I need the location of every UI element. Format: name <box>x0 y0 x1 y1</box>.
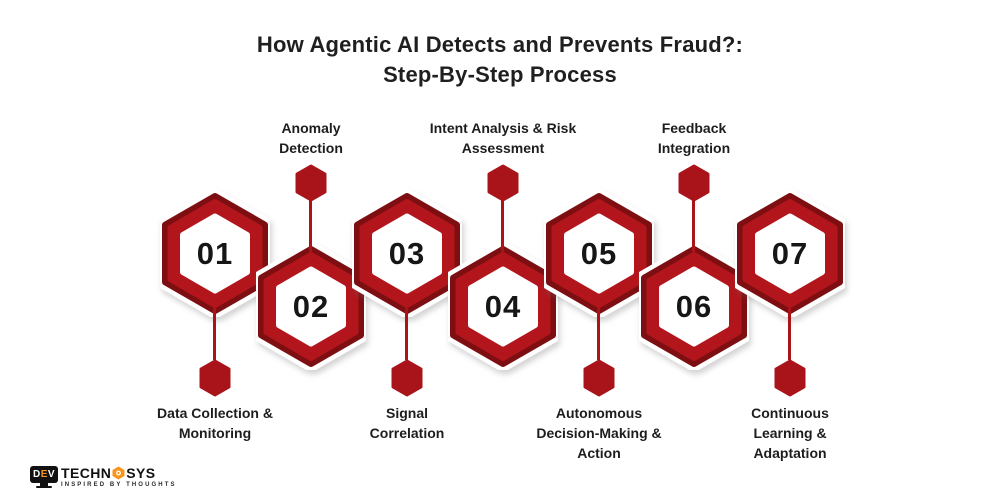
logo-monitor-letter: V <box>47 469 56 480</box>
connector-line <box>213 308 216 360</box>
page-title: How Agentic AI Detects and Prevents Frau… <box>0 30 1000 90</box>
step-hexagon-icon <box>639 243 749 370</box>
step-07: 07 Continuous Learning & Adaptation <box>695 0 885 500</box>
step-label: Autonomous Decision-Making & Action <box>536 405 662 461</box>
step-06: 06 Feedback Integration <box>599 0 789 500</box>
step-label: Feedback Integration <box>657 120 731 156</box>
page-title-line2: Step-By-Step Process <box>383 62 617 87</box>
step-01: 01 Data Collection & Monitoring <box>120 0 310 500</box>
connector-line <box>597 308 600 360</box>
step-label: Data Collection & Monitoring <box>157 405 273 441</box>
step-label: Intent Analysis & Risk Assessment <box>429 120 577 156</box>
step-label: Continuous Learning & Adaptation <box>751 405 829 461</box>
step-03: 03 Signal Correlation <box>312 0 502 500</box>
connector-line <box>788 308 791 360</box>
monitor-stand <box>40 483 48 486</box>
step-number: 03 <box>388 235 426 271</box>
connector-line <box>501 200 504 252</box>
step-05: 05 Autonomous Decision-Making & Action <box>504 0 694 500</box>
connector-hexagon-icon <box>391 359 423 397</box>
logo-monitor-letter: D <box>32 469 41 480</box>
logo-brand-text: TECHN SYS <box>61 466 177 480</box>
connector-hexagon-icon <box>678 164 710 202</box>
logo-brand-prefix: TECHN <box>61 465 112 481</box>
step-label: Anomaly Detection <box>279 120 343 156</box>
connector-line <box>309 200 312 252</box>
step-number: 05 <box>580 235 618 271</box>
logo-brand-suffix: SYS <box>126 465 156 481</box>
step-02: 02 Anomaly Detection <box>216 0 406 500</box>
step-hexagon-icon <box>160 190 270 317</box>
step-label: Signal Correlation <box>369 405 445 441</box>
page-title-line1: How Agentic AI Detects and Prevents Frau… <box>256 32 744 57</box>
step-number: 02 <box>292 288 330 324</box>
step-hexagon-icon <box>352 190 462 317</box>
connector-hexagon-icon <box>774 359 806 397</box>
connector-hexagon-icon <box>487 164 519 202</box>
step-number: 01 <box>196 235 234 271</box>
connector-hexagon-icon <box>295 164 327 202</box>
connector-line <box>692 200 695 252</box>
step-number: 04 <box>484 288 522 324</box>
step-number: 07 <box>771 235 809 271</box>
step-hexagon-icon <box>544 190 654 317</box>
connector-line <box>405 308 408 360</box>
connector-hexagon-icon <box>199 359 231 397</box>
connector-hexagon-icon <box>583 359 615 397</box>
step-hexagon-icon <box>256 243 366 370</box>
step-number: 06 <box>675 288 713 324</box>
logo-tagline: INSPIRED BY THOUGHTS <box>61 482 177 488</box>
monitor-base <box>36 486 52 488</box>
logo-monitor-letter: E <box>40 469 48 480</box>
hexagon-o-icon <box>112 466 125 480</box>
